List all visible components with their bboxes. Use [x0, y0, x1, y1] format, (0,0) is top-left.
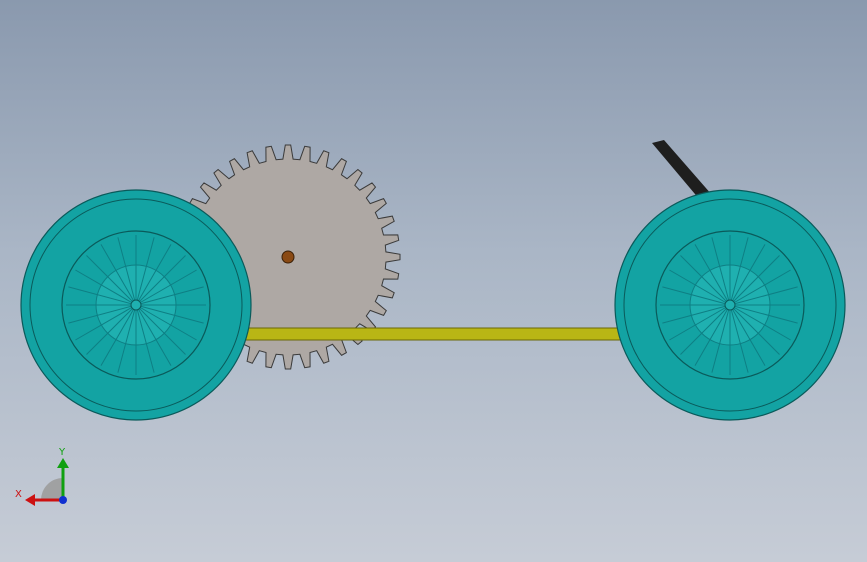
chassis-bar[interactable]: [85, 328, 782, 340]
wheel-spoke: [680, 255, 731, 306]
tire-tread-line: [623, 198, 837, 412]
wheel-spoke: [75, 269, 137, 306]
rim-edge: [655, 230, 805, 380]
view-orientation-triad[interactable]: Y X: [15, 447, 69, 506]
wheel-spoke: [135, 286, 204, 306]
wheel-spoke: [711, 304, 731, 373]
left-wheel[interactable]: [20, 189, 252, 421]
wheel-spoke: [729, 304, 749, 373]
gear-axle-pin[interactable]: [281, 250, 295, 264]
rim-edge: [61, 230, 211, 380]
wheel-spoke: [135, 237, 155, 306]
wheel-spoke: [729, 237, 749, 306]
wheel-spoke: [669, 304, 731, 341]
wheel-spoke: [729, 244, 766, 306]
wheel-spoke: [694, 304, 731, 366]
wheel-spoke: [135, 244, 172, 306]
wheel-spoke: [86, 304, 137, 355]
x-axis-label: X: [15, 489, 22, 500]
wheel-spoke: [729, 304, 780, 355]
wheel-spoke: [117, 237, 137, 306]
wheel-spoke: [729, 304, 791, 341]
wheel-spoke: [135, 255, 186, 306]
wheel-spoke: [729, 286, 798, 306]
x-axis-arrowhead: [25, 494, 35, 506]
wheel-spoke: [680, 304, 731, 355]
wheel-spoke: [711, 237, 731, 306]
wheel-spoke: [135, 304, 172, 366]
wheel-spoke: [135, 304, 155, 373]
wheel-spoke: [135, 304, 197, 341]
wheel-spoke: [729, 269, 791, 306]
wheel-axle: [130, 299, 142, 311]
y-axis-arrowhead: [57, 458, 69, 468]
wheel-spoke: [662, 286, 731, 306]
wheel-spoke: [135, 304, 186, 355]
wheel-spoke: [86, 255, 137, 306]
wheel-spoke: [669, 269, 731, 306]
wheel-spoke: [68, 286, 137, 306]
wheel-spoke: [662, 304, 731, 324]
right-wheel[interactable]: [614, 189, 846, 421]
wheel-spoke: [135, 269, 197, 306]
y-axis-label: Y: [58, 447, 66, 458]
wheel-spoke: [117, 304, 137, 373]
wheel-spoke: [100, 304, 137, 366]
wheel-spoke: [100, 244, 137, 306]
wheel-spoke: [729, 255, 780, 306]
tire-tread-line: [29, 198, 243, 412]
wheel-spoke: [68, 304, 137, 324]
wheel-spoke: [729, 304, 766, 366]
z-axis-dot: [59, 496, 67, 504]
triad-plane-wedge: [41, 478, 63, 500]
wheel-axle: [724, 299, 736, 311]
wheel-spoke: [694, 244, 731, 306]
wheel-spoke: [135, 304, 204, 324]
wheel-spoke: [729, 304, 798, 324]
wheel-spoke: [75, 304, 137, 341]
